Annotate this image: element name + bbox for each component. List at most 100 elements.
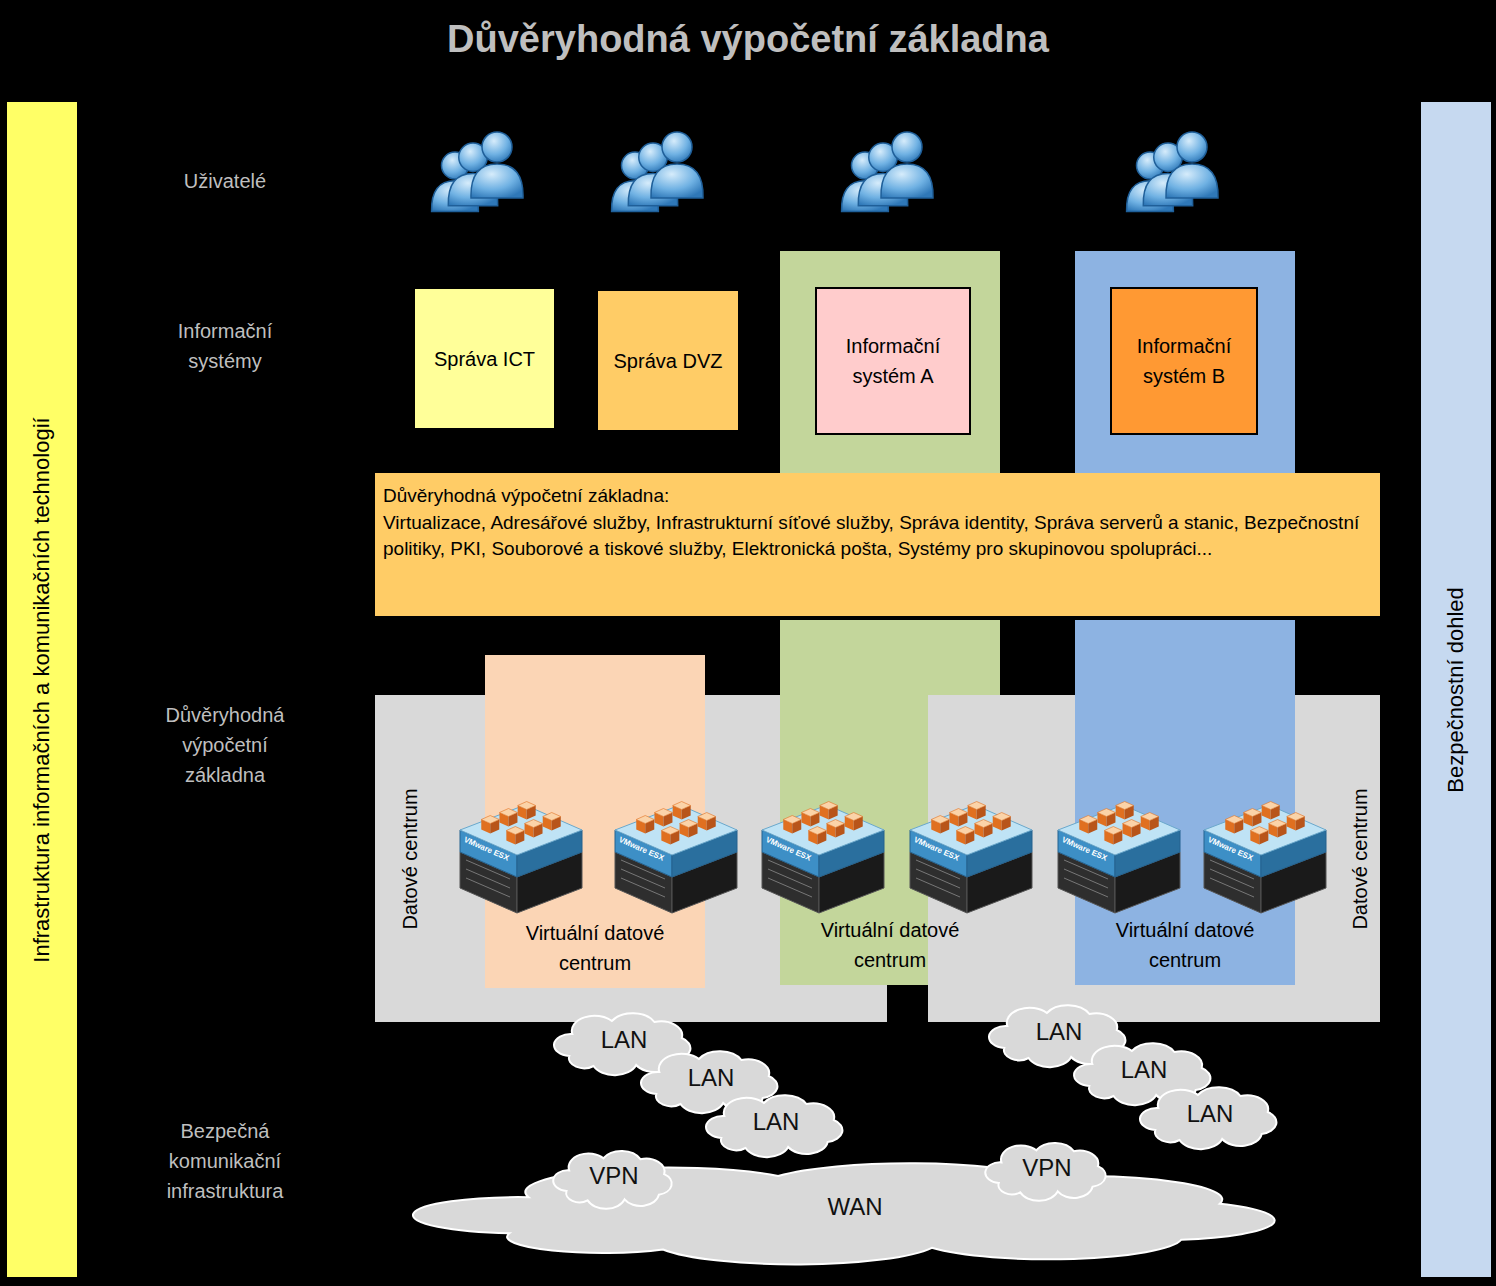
virtual-datacenter: Virtuální datové centrum [485,655,705,988]
vm-cube [1262,806,1271,820]
vm-cube [1225,820,1234,834]
vm-cube [1097,809,1115,817]
vm-cube [1104,827,1122,835]
user-head [482,132,512,162]
slab-side [967,830,1032,877]
node-label: Informační systém B [1120,331,1248,391]
vm-cube [661,827,679,835]
lan-cloud: LAN [635,1048,787,1108]
vm-cube [1269,820,1287,828]
vm-cube [984,824,993,838]
vm-cube [827,824,836,838]
user-head [459,143,488,172]
vm-cube [518,806,527,820]
vm-cube [1259,831,1268,845]
server-base [672,852,737,913]
vm-cube [654,809,672,817]
drive-slot [621,878,665,897]
server-icon [1058,802,1180,914]
vm-cube [499,813,508,827]
system-box: Správa ICT [413,287,556,430]
system-a-column [780,251,1000,475]
node-label: Datové centrum [399,788,422,929]
vm-cube [968,802,986,810]
node-label: LAN [688,1064,735,1092]
user-head [662,132,692,162]
vm-cube [956,831,965,845]
slab-top [910,805,1032,855]
vm-cube [965,831,974,845]
drive-slot [916,869,960,888]
vm-cube [525,820,543,828]
vm-cube [543,817,552,831]
platform-band: Důvěryhodná výpočetní základna:Virtualiz… [375,473,1380,616]
vm-cube [680,824,689,838]
drive-slot [621,860,665,879]
layer-label: Uživatelé [140,166,310,196]
user-body [612,181,659,212]
layer-label: Bezpečná komunikační infrastruktura [140,1116,310,1206]
vm-cube [663,813,672,827]
server-base [460,852,517,913]
vm-cube [1116,802,1134,810]
side-band: Bezpečnostní dohled [1421,102,1491,1277]
vm-cube [817,831,826,845]
vm-cube [682,806,691,820]
server-base [910,852,967,913]
vm-cube [1225,816,1243,824]
slab-side [1261,830,1326,877]
vm-cube [940,820,949,834]
vm-cube [525,824,534,838]
slab-front [910,830,967,877]
server-base [615,852,672,913]
server-icon [1204,802,1326,914]
layer-label: Důvěryhodná výpočetní základna [140,700,310,790]
drive-slot [916,878,960,897]
system-box: Informační systém B [1110,287,1258,435]
wan-cloud: WAN [375,1158,1335,1256]
user-head [892,132,922,162]
vm-cube [506,827,524,835]
vm-cube [1278,824,1287,838]
node-label: Informační systém A [825,331,961,391]
vm-cube [1269,824,1278,838]
vm-cube [1113,831,1122,845]
node-label: Infrastruktura informačních a komunikačn… [29,417,55,962]
vm-cube [645,820,654,834]
server-base [1115,852,1180,913]
vm-cube [636,816,654,824]
slab-front [615,830,672,877]
vm-cube [783,820,792,834]
cloud-shape [706,1095,842,1157]
vm-cube [845,817,854,831]
user-head [852,152,879,179]
drive-slot [1210,878,1254,897]
slab-top [1058,805,1180,855]
vm-cube [931,820,940,834]
vm-cube [792,820,801,834]
drive-slot [1064,869,1108,888]
vm-cube [1250,827,1268,835]
node-label: WAN [827,1193,882,1221]
vm-cube [810,813,819,827]
slab-side [672,830,737,877]
vm-cube [783,816,801,824]
slab-top [762,805,884,855]
vm-cube [490,820,499,834]
vm-cube [654,813,663,827]
node-label: VPN [589,1162,638,1190]
vm-cube [689,824,698,838]
vm-cube [977,806,986,820]
user-head [1177,132,1207,162]
band-body: Virtualizace, Adresářové služby, Infrast… [383,510,1372,563]
slab-front [460,830,517,877]
lan-cloud: LAN [700,1092,852,1152]
user-body [651,164,703,198]
vm-cube [698,813,716,821]
vm-cube [836,824,845,838]
drive-slot [1210,869,1254,888]
node-label: Správa DVZ [614,346,723,376]
vm-cube [931,816,949,824]
cloud-shape [1140,1087,1276,1149]
vm-cube [801,809,819,817]
